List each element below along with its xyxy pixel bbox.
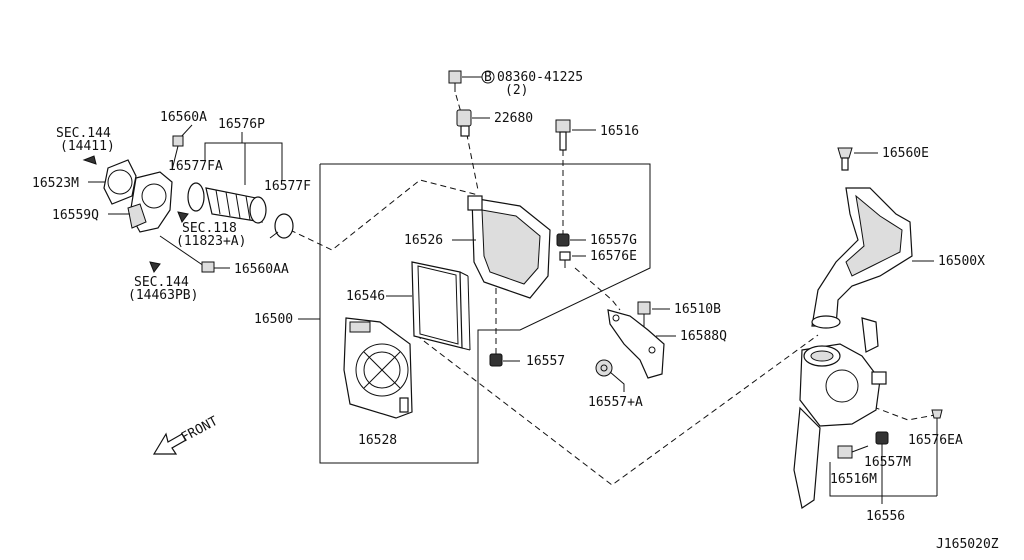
arrow-sec144-b-icon [149,261,161,274]
screw-16516-icon [555,119,571,151]
grommet-16557G-icon [556,233,570,247]
label-16516M: 16516M [830,472,877,487]
clamp-16577FA-icon [187,182,205,212]
dashed-leader-lines [289,94,936,486]
label-16577F: 16577F [264,179,311,194]
label-16526: 16526 [404,233,443,248]
label-16557G: 16557G [590,233,637,248]
label-front: FRONT [179,414,221,446]
grommet-16557A-icon [595,359,613,377]
bolt-16560AA-icon [159,235,215,273]
label-sec144-a-ref: (14411) [60,139,115,154]
label-sec144-b: SEC.144 [134,275,189,290]
label-16576EA: 16576EA [908,433,963,448]
gasket-16523M-icon [103,159,137,205]
air-duct-16500X-icon [811,187,913,329]
label-16500: 16500 [254,312,293,327]
label-16528: 16528 [358,433,397,448]
arrow-sec118-icon [177,211,189,224]
label-16546: 16546 [346,289,385,304]
label-16557A: 16557+A [588,395,643,410]
filter-element-16546-icon [411,261,471,351]
label-16560AA: 16560AA [234,262,289,277]
label-22680: 22680 [494,111,533,126]
grommet-16557M-icon [875,431,889,445]
label-16588Q: 16588Q [680,329,727,344]
label-08360-qty: (2) [505,83,528,98]
front-arrow-icon [152,432,187,455]
label-16500X: 16500X [938,254,985,269]
label-16576P: 16576P [218,117,265,132]
label-16557: 16557 [526,354,565,369]
label-sec118-ref: (11823+A) [176,234,246,249]
screw-16516M-icon [837,445,869,459]
bolt-16560A-icon [171,135,184,171]
label-16510B: 16510B [674,302,721,317]
grommet-16557-icon [489,353,503,367]
label-sec118: SEC.118 [182,221,237,236]
resonator-16556-icon [793,317,887,509]
label-16576E: 16576E [590,249,637,264]
throttle-body-icon [127,171,173,233]
label-16577FA: 16577FA [168,159,223,174]
label-sec144-b-ref: (14463PB) [128,288,198,303]
label-16560A: 16560A [160,110,207,125]
clamp-16577F-icon [274,213,294,239]
arrow-sec144-a-icon [82,155,97,165]
air-cleaner-upper-16526-icon [467,195,551,299]
label-08360-41225: 08360-41225 [497,70,583,85]
label-16560E: 16560E [882,146,929,161]
label-16516: 16516 [600,124,639,139]
clip-16576E-icon [559,251,571,268]
label-16559Q: 16559Q [52,208,99,223]
bracket-16588Q-icon [607,309,665,379]
sensor-22680-icon [456,109,472,137]
label-16523M: 16523M [32,176,79,191]
diagram-code: J165020Z [936,537,999,552]
assembly-box-16500 [319,163,651,464]
label-16557M: 16557M [864,455,911,470]
label-sec144-a: SEC.144 [56,126,111,141]
clip-16560E-icon [837,147,853,171]
clip-16576EA-icon [931,409,943,419]
label-16556: 16556 [866,509,905,524]
hose-16576P-icon [205,187,267,224]
label-08360-mark: B [484,70,492,85]
bolt-08360-icon [448,70,462,92]
air-cleaner-lower-16528-icon [343,317,413,419]
